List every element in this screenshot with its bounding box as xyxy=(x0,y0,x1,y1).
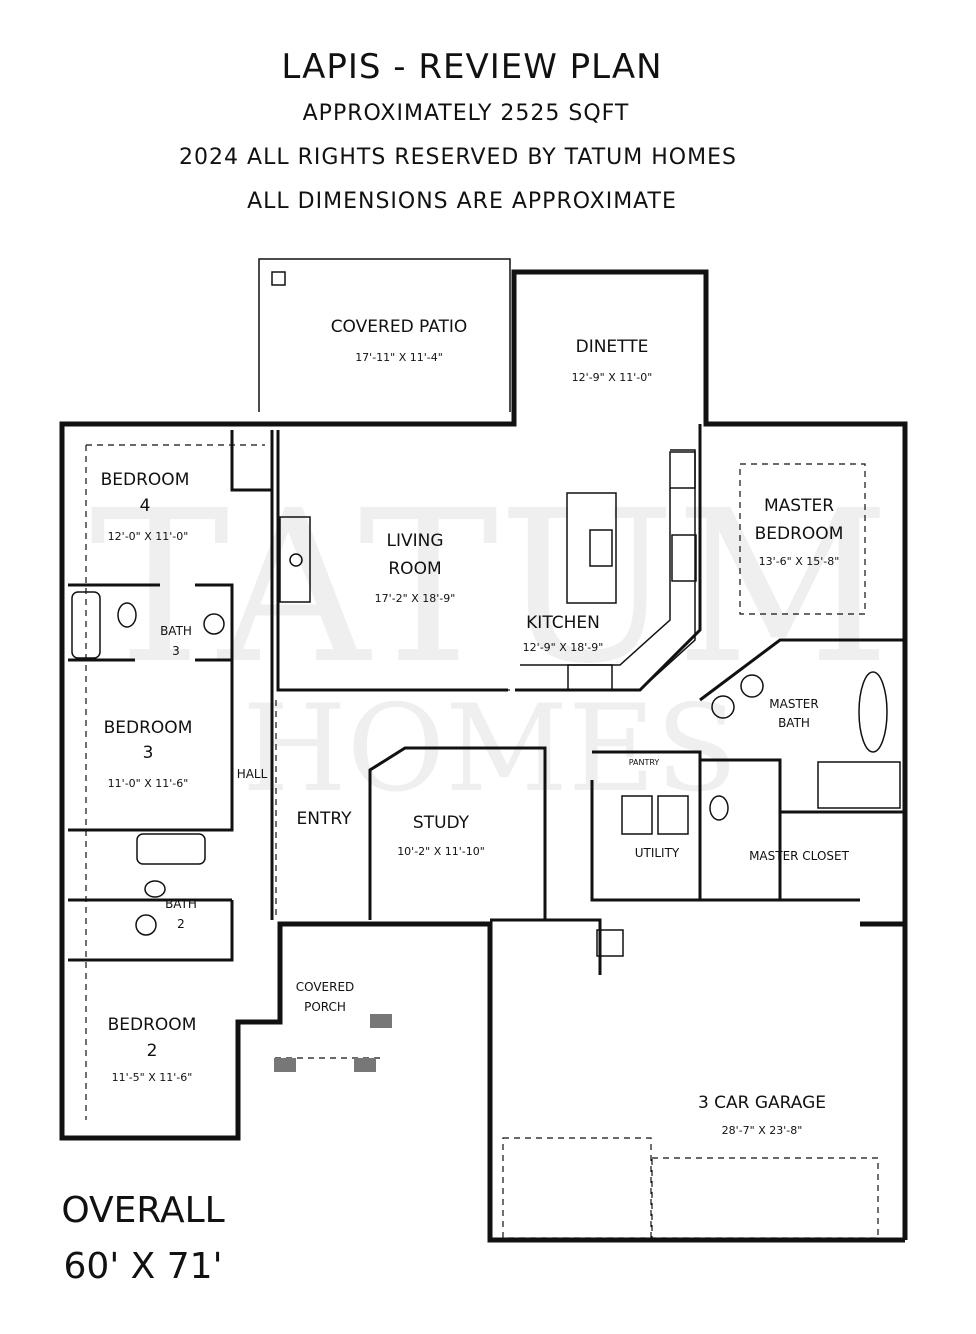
room-number-bedroom-2: 2 xyxy=(147,1041,158,1061)
room-label-master-bedroom-1: MASTER xyxy=(764,496,834,516)
room-label-entry: ENTRY xyxy=(297,809,353,829)
room-label-covered-patio: COVERED PATIO xyxy=(331,317,468,337)
room-number-bedroom-3: 3 xyxy=(143,743,154,763)
room-label-bedroom-4: BEDROOM xyxy=(101,470,190,490)
toilet-icon xyxy=(117,602,137,628)
room-label-hall: HALL xyxy=(237,767,268,781)
overall-dimensions: OVERALL 60' X 71' xyxy=(61,1190,224,1287)
water-heater-icon xyxy=(596,929,624,957)
svg-text:TATUM: TATUM xyxy=(90,465,891,710)
room-label-bath-2: BATH xyxy=(165,897,197,911)
overall-size: 60' X 71' xyxy=(64,1246,223,1287)
room-label-study: STUDY xyxy=(413,813,470,833)
room-label-master-bath-1: MASTER xyxy=(769,697,818,711)
room-size-master-bedroom: 13'-6" X 15'-8" xyxy=(759,555,840,568)
fireplace-icon xyxy=(279,516,311,603)
plan-disclaimer: ALL DIMENSIONS ARE APPROXIMATE xyxy=(247,189,677,214)
room-size-bedroom-4: 12'-0" X 11'-0" xyxy=(108,530,189,543)
room-labels: COVERED PATIO 17'-11" X 11'-4" DINETTE 1… xyxy=(101,317,850,1137)
room-number-bedroom-4: 4 xyxy=(140,496,151,516)
plan-copyright: 2024 ALL RIGHTS RESERVED BY TATUM HOMES xyxy=(179,145,737,170)
room-size-covered-patio: 17'-11" X 11'-4" xyxy=(355,351,443,364)
room-label-bedroom-2: BEDROOM xyxy=(108,1015,197,1035)
room-size-bedroom-2: 11'-5" X 11'-6" xyxy=(112,1071,193,1084)
sink-icon xyxy=(203,613,225,635)
shower-icon xyxy=(817,761,901,809)
bath-fixtures xyxy=(71,591,901,957)
room-number-bath-2: 2 xyxy=(177,917,185,931)
kitchen-fixtures xyxy=(279,449,697,691)
refrigerator-icon xyxy=(669,451,696,489)
room-size-bedroom-3: 11'-0" X 11'-6" xyxy=(108,777,189,790)
overall-label: OVERALL xyxy=(61,1190,224,1231)
dryer-icon xyxy=(657,795,689,835)
dishwasher-icon xyxy=(567,664,613,691)
toilet-icon xyxy=(709,795,729,821)
room-number-bath-3: 3 xyxy=(172,644,180,658)
room-size-living: 17'-2" X 18'-9" xyxy=(375,592,456,605)
room-size-kitchen: 12'-9" X 18'-9" xyxy=(523,641,604,654)
toilet-icon xyxy=(144,880,166,898)
room-label-pantry: PANTRY xyxy=(629,758,660,767)
room-label-bath-3: BATH xyxy=(160,624,192,638)
sink-icon xyxy=(711,695,735,719)
sink-icon xyxy=(589,529,613,567)
washer-icon xyxy=(621,795,653,835)
ceiling-lines xyxy=(85,444,879,1239)
range-icon xyxy=(671,534,697,582)
sink-icon xyxy=(740,674,764,698)
room-size-study: 10'-2" X 11'-10" xyxy=(397,845,485,858)
room-label-dinette: DINETTE xyxy=(576,337,649,357)
room-label-covered-porch-2: PORCH xyxy=(304,1000,346,1014)
bathtub-icon xyxy=(71,591,101,659)
plan-area: APPROXIMATELY 2525 SQFT xyxy=(303,101,630,126)
porch-columns xyxy=(274,1014,392,1072)
room-label-master-closet: MASTER CLOSET xyxy=(749,849,850,863)
master-tub-icon xyxy=(858,671,888,753)
bathtub-icon xyxy=(136,833,206,865)
room-size-dinette: 12'-9" X 11'-0" xyxy=(572,371,653,384)
room-label-kitchen: KITCHEN xyxy=(526,613,600,633)
sink-icon xyxy=(135,914,157,936)
room-label-utility: UTILITY xyxy=(635,846,680,860)
room-size-garage: 28'-7" X 23'-8" xyxy=(722,1124,803,1137)
covered-patio-outline xyxy=(258,258,511,412)
plan-header: LAPIS - REVIEW PLAN APPROXIMATELY 2525 S… xyxy=(179,47,737,214)
room-label-garage: 3 CAR GARAGE xyxy=(698,1093,826,1113)
room-label-bedroom-3: BEDROOM xyxy=(104,718,193,738)
post-icon xyxy=(271,271,286,286)
kitchen-island xyxy=(566,492,617,604)
watermark: TATUM HOMES xyxy=(90,465,891,819)
room-label-living-2: ROOM xyxy=(388,559,441,579)
plan-title: LAPIS - REVIEW PLAN xyxy=(281,47,662,87)
room-label-master-bedroom-2: BEDROOM xyxy=(755,524,844,544)
room-label-covered-porch-1: COVERED xyxy=(296,980,355,994)
room-label-master-bath-2: BATH xyxy=(778,716,810,730)
room-label-living-1: LIVING xyxy=(386,531,443,551)
exterior-walls xyxy=(59,269,908,1243)
